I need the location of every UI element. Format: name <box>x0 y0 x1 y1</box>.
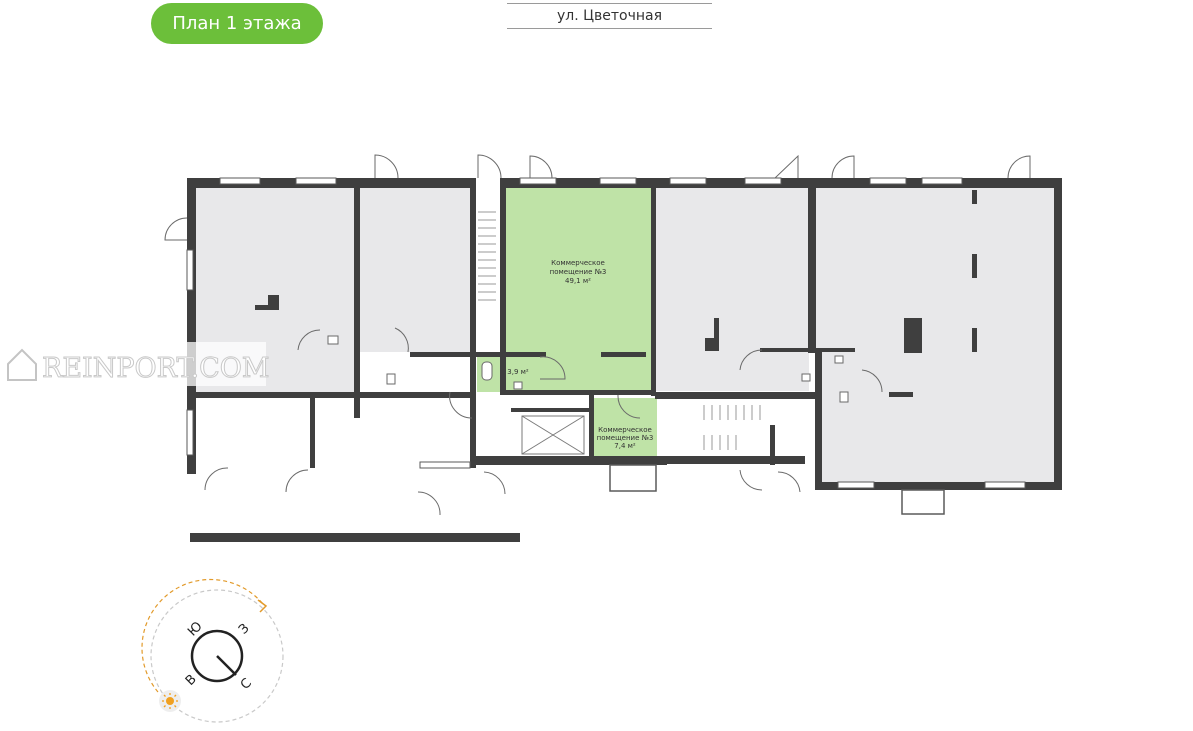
watermark-text: REINPORT.COM <box>42 353 270 384</box>
house-logo-icon <box>7 348 37 381</box>
room-fills <box>196 188 1054 482</box>
compass: С Ю В З <box>141 578 284 723</box>
street-label: ул. Цветочная <box>507 3 712 29</box>
bathroom-area: 3,9 м² <box>507 368 529 376</box>
room-left-mid[interactable] <box>360 188 470 352</box>
watermark: REINPORT.COM <box>2 342 270 386</box>
sun-icon <box>159 690 181 712</box>
commercial-3-line1: Коммерческое <box>551 259 605 267</box>
sanitary-fixtures <box>327 335 849 403</box>
porches <box>609 464 945 515</box>
elevator-shaft <box>521 415 585 455</box>
commercial-3-line2: помещение №3 <box>550 268 607 276</box>
compass-west: З <box>236 621 253 638</box>
room-right-large-top[interactable] <box>816 188 1054 350</box>
room-labels: Коммерческое помещение №3 49,1 м² 3,9 м²… <box>507 259 653 450</box>
arrow-icon <box>257 599 268 613</box>
commercial-3b-area: 7,4 м² <box>614 442 636 450</box>
commercial-3b-line1: Коммерческое <box>598 426 652 434</box>
stairs <box>478 211 761 450</box>
doors <box>164 154 1031 516</box>
commercial-3b-line2: помещение №3 <box>597 434 654 442</box>
compass-east: В <box>183 672 200 689</box>
room-right-mid[interactable] <box>655 188 809 391</box>
commercial-room-3b[interactable] <box>594 398 657 456</box>
commercial-3-area: 49,1 м² <box>565 277 591 285</box>
compass-north: С <box>238 676 255 693</box>
room-right-large-bottom[interactable] <box>822 350 1054 482</box>
floor-selector-button[interactable]: План 1 этажа <box>151 3 323 44</box>
windows <box>186 177 1026 489</box>
